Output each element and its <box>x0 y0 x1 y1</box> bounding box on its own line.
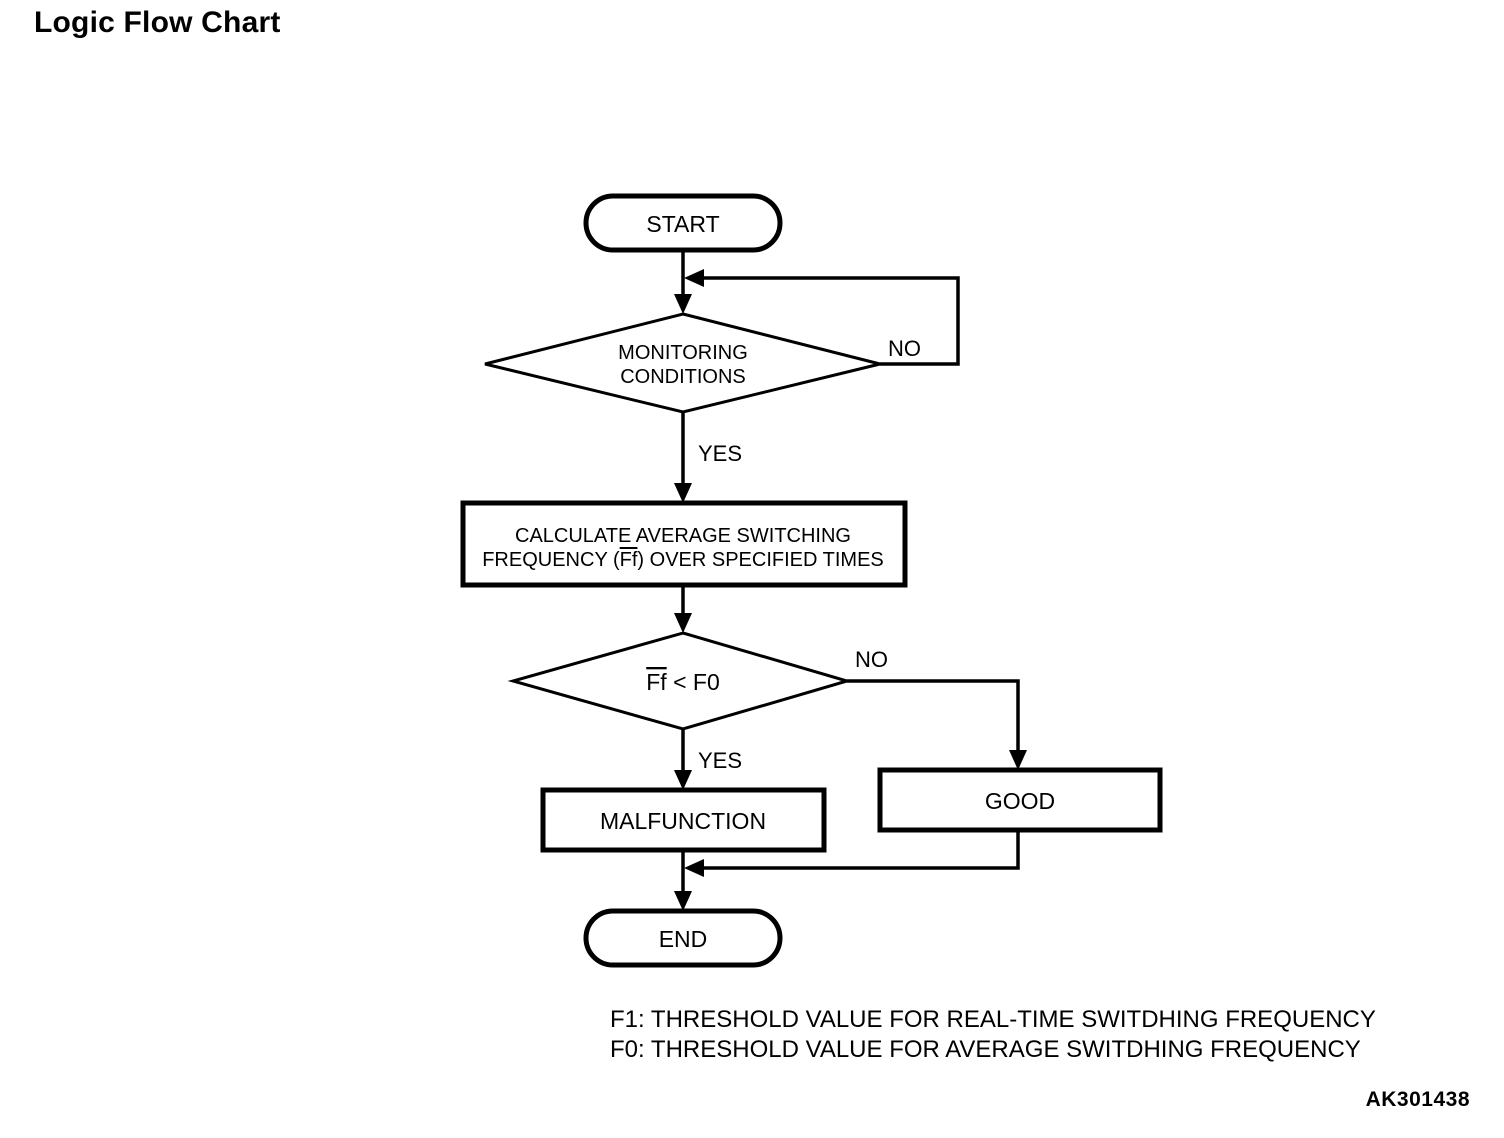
node-good[interactable]: GOOD <box>877 767 1163 833</box>
page-title: Logic Flow Chart <box>34 6 281 39</box>
node-calculate-average[interactable]: CALCULATE AVERAGE SWITCHING FREQUENCY (F… <box>460 500 908 588</box>
node-compare-rest: < F0 <box>667 669 720 695</box>
node-calculate-line2-bar: Ff <box>620 549 638 571</box>
reference-code: AK301438 <box>1366 1088 1470 1111</box>
node-monitoring-conditions[interactable]: MONITORING CONDITIONS <box>484 312 881 414</box>
node-end-label: END <box>659 926 708 952</box>
node-compare-label: Ff < F0 <box>646 669 720 695</box>
edge-start-to-monitoring <box>674 250 692 314</box>
branch-label-monitoring-no: NO <box>888 336 921 361</box>
branch-label-compare-yes: YES <box>698 748 742 773</box>
node-monitoring-label-line1: MONITORING <box>618 342 748 364</box>
node-calculate-line2-pre: FREQUENCY ( <box>482 549 620 571</box>
legend-line-f1: F1: THRESHOLD VALUE FOR REAL-TIME SWITDH… <box>610 1006 1376 1033</box>
node-good-label: GOOD <box>985 788 1055 814</box>
node-calculate-label-line2: FREQUENCY (Ff) OVER SPECIFIED TIMES <box>482 549 884 571</box>
branch-label-monitoring-yes: YES <box>698 441 742 466</box>
edge-monitoring-yes <box>674 412 692 503</box>
edge-calculate-to-compare <box>674 585 692 633</box>
node-start[interactable]: START <box>583 193 783 253</box>
edge-good-to-join <box>684 830 1020 877</box>
node-malfunction[interactable]: MALFUNCTION <box>540 787 827 853</box>
branch-label-compare-no: NO <box>855 647 888 672</box>
edge-compare-no <box>847 679 1027 770</box>
edge-monitoring-no-loop <box>684 269 960 366</box>
node-end[interactable]: END <box>583 908 783 968</box>
node-compare-bar: Ff <box>646 669 667 695</box>
node-monitoring-label-line2: CONDITIONS <box>620 366 746 388</box>
node-compare-ff-f0[interactable]: Ff < F0 <box>507 631 853 731</box>
node-calculate-label-line1: CALCULATE AVERAGE SWITCHING <box>515 525 851 547</box>
edge-compare-yes <box>674 729 692 790</box>
legend-line-f0: F0: THRESHOLD VALUE FOR AVERAGE SWITDHIN… <box>610 1036 1361 1063</box>
edge-malfunction-to-end <box>674 850 692 911</box>
node-start-label: START <box>646 211 719 237</box>
node-malfunction-label: MALFUNCTION <box>600 808 766 834</box>
node-calculate-line2-post: ) OVER SPECIFIED TIMES <box>637 549 883 571</box>
